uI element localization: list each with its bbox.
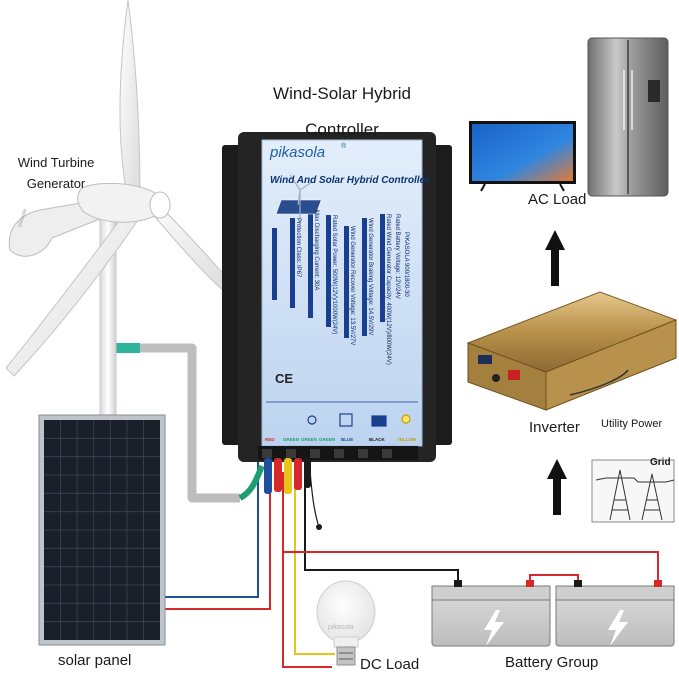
sensor-wire [309,469,319,525]
spec-line-6: Max Discharging Current: 30A [313,210,319,291]
utility-power-label: Utility Power [601,418,663,430]
hybrid-controller [222,132,452,494]
arrow-grid-to-inverter [547,459,567,515]
controller-label [261,139,423,447]
television [469,121,576,192]
controller-title-line2: Controller [305,120,379,139]
inverter-label: Inverter [529,419,580,436]
turbine-wire-green [238,464,265,501]
grid-label: Grid [650,457,671,468]
spec-line-1: Rated Battery Voltage: 12V/24V [394,214,400,299]
wind-turbine [5,0,233,441]
power-grid [591,459,675,523]
battery-wire-black [304,472,459,582]
solar-wire-blue [163,458,259,598]
spec-line-2: Rated Wind Generator Capacity: 400W(12V)… [385,214,391,365]
battery-wire-red [283,551,659,582]
arrow-inverter-to-ac [545,230,565,286]
terminal-block [258,446,418,460]
turbine-cable-gray [140,343,240,503]
refrigerator [587,37,669,197]
battery-2-lid [555,585,675,601]
spec-line-5: Rated Solar Power: 500W(12V)/1000W(24V) [331,215,337,335]
spec-line-4: Wind Generator Recover Voltage: 13.5V/27… [349,226,355,346]
terminal-label-green-2: GREEN [301,437,318,442]
bulb-base [336,646,356,666]
terminal-label-green-3: GREEN [319,437,336,442]
inverter [466,291,678,411]
grid-frame [591,459,675,523]
inverter-socket [492,374,500,382]
turbine-blade-top [119,0,141,193]
bulb-brand: pikasola [328,624,354,631]
solar-panel-label: solar panel [58,652,132,669]
tv-stand [480,183,565,192]
inverter-switch [508,370,520,380]
label-solar-icon [275,199,322,215]
controller-model: PIKASOLA 900/1800-30 [403,232,409,297]
battery-1-lid [431,585,551,601]
controller-title-line1: Wind-Solar Hybrid [273,84,411,103]
terminal-label-yellow: YELLOW [397,437,417,442]
dc-bulb [316,580,376,666]
cable-junction [114,343,140,353]
terminal-label-red: RED [265,437,275,442]
label-turbine-icon [289,174,313,228]
terminal-icons [307,413,411,427]
dc-load-label: DC Load [360,656,420,673]
spec-line-7: Protection Class: IP67 [295,218,301,278]
terminal-label-green-1: GREEN [283,437,300,442]
turbine-nacelle [77,182,165,223]
battery-group-label: Battery Group [505,654,599,671]
turbine-blade-left [5,211,139,377]
tv-screen [472,124,573,181]
solar-wire-red [163,458,271,610]
wind-turbine-label-line1: Wind Turbine [17,155,95,170]
sensor-probe [316,524,322,530]
controller-brand: pikasola [270,144,326,161]
ac-load-label: AC Load [528,191,587,208]
dc-load-wire-red [282,472,332,668]
controller-registered-mark: ® [341,143,347,150]
bulb-glass [316,580,376,644]
spec-line-3: Wind Generator Braking Voltage: 14.5V/29… [367,218,373,336]
wind-turbine-label: Wind Turbine Generator [6,152,106,194]
solar-panel-grid [44,420,160,640]
battery-1 [431,580,551,647]
terminal-label-black: BLACK [369,437,385,442]
battery-2 [555,580,675,647]
battery-1-bolt [484,610,504,646]
fridge-dispenser [648,80,660,102]
terminal-wires [264,458,311,494]
battery-link-red [529,574,579,582]
inverter-side [545,319,677,411]
ce-mark: CE [275,371,294,386]
solar-panel [38,414,166,646]
spec-bars [272,210,385,338]
inverter-display [478,355,492,364]
controller-title: Wind-Solar Hybrid Controller [252,76,432,148]
utility-wire [569,369,629,396]
terminal-label-blue: BLUE [341,437,354,442]
battery-2-bolt [608,610,628,646]
controller-subtitle: Wind And Solar Hybrid Controller [270,175,429,186]
bulb-neck [333,636,359,648]
wind-turbine-label-line2: Generator [26,176,86,191]
dc-load-wire-yellow [294,472,335,655]
turbine-hub [149,191,171,219]
